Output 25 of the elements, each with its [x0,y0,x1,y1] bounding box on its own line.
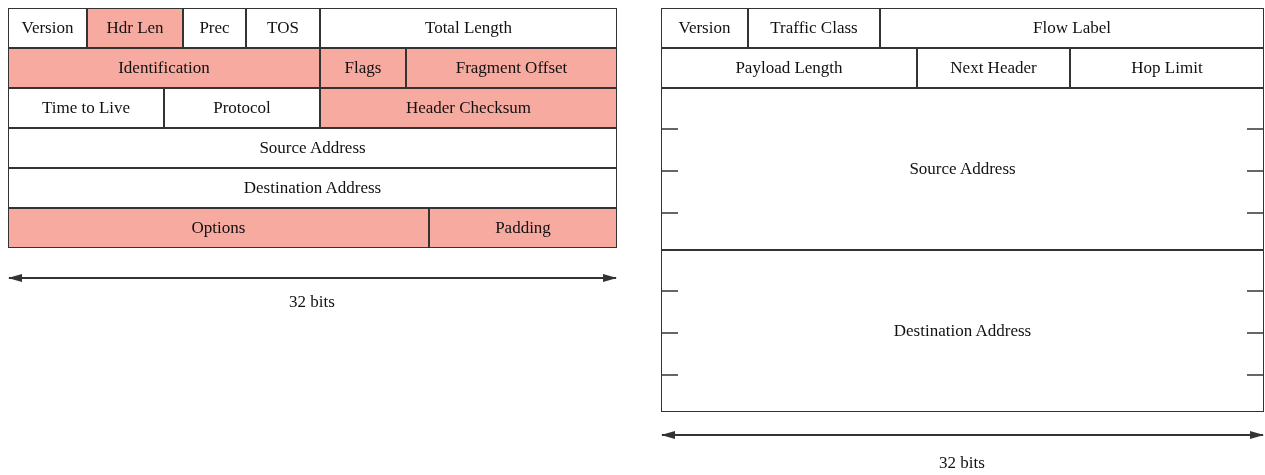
header-field: Identification [8,48,320,88]
header-field: Destination Address [661,250,1264,412]
header-field: Flow Label [880,8,1264,48]
header-field: Padding [429,208,617,248]
header-field: Hop Limit [1070,48,1264,88]
header-field: Flags [320,48,406,88]
header-field: TOS [246,8,320,48]
header-field: Fragment Offset [406,48,617,88]
header-field: Next Header [917,48,1070,88]
dimension-label: 32 bits [289,292,335,312]
header-field: Source Address [8,128,617,168]
header-field: Version [8,8,87,48]
dimension-label: 32 bits [939,453,985,473]
header-field: Destination Address [8,168,617,208]
header-field: Protocol [164,88,320,128]
header-field: Source Address [661,88,1264,250]
header-field: Traffic Class [748,8,880,48]
header-field: Total Length [320,8,617,48]
header-field: Options [8,208,429,248]
header-field: Header Checksum [320,88,617,128]
header-field: Time to Live [8,88,164,128]
header-field: Hdr Len [87,8,183,48]
header-field: Payload Length [661,48,917,88]
header-field: Version [661,8,748,48]
header-field: Prec [183,8,246,48]
